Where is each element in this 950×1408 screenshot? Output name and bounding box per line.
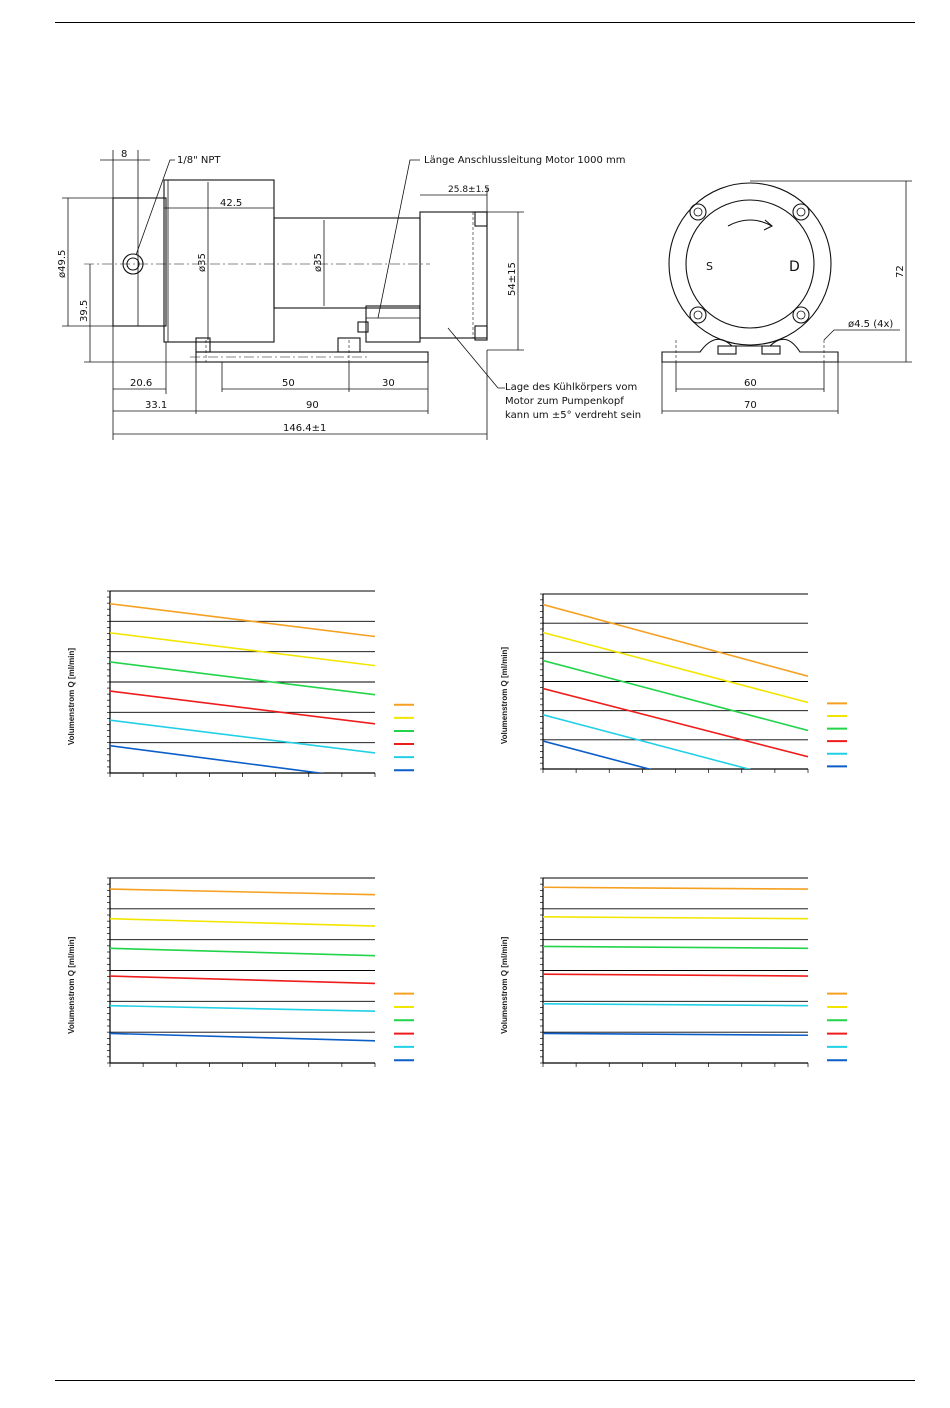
front-view: S D 72 ø4.5 (4x) 60 70 (661, 180, 912, 414)
dim-39-5-label: 39.5 (79, 300, 90, 322)
dim-54-label: 54±15 (507, 262, 518, 296)
y-axis-label: Volumenstrom Q [ml/min] (500, 936, 509, 1034)
series-line-3 (543, 659, 808, 732)
heatsink-note-line-2: Motor zum Pumpenkopf (505, 396, 624, 407)
front-label-d: D (789, 259, 800, 275)
pump-head-outline (112, 197, 167, 327)
dim-20-6-label: 20.6 (130, 378, 152, 389)
motor-face-outer (668, 182, 832, 346)
dim-d49-5-label: ø49.5 (57, 250, 68, 278)
dim-90-label: 90 (306, 400, 319, 411)
dim-42-5-label: 42.5 (220, 198, 242, 209)
dim-72-label: 72 (895, 265, 906, 278)
bottom-rule (55, 1380, 915, 1381)
series-line-3 (110, 661, 375, 696)
series-line-5 (543, 1003, 808, 1007)
series-line-1 (543, 886, 808, 890)
series-line-2 (110, 632, 375, 667)
series-line-1 (110, 602, 375, 638)
series-line-4 (543, 973, 808, 977)
dim-60-label: 60 (744, 378, 757, 389)
series-line-2 (543, 631, 808, 704)
series-line-2 (110, 917, 375, 927)
series-line-5 (543, 713, 752, 769)
top-rule (55, 22, 915, 23)
rotation-arrow-icon (727, 219, 773, 227)
dim-25-8-label: 25.8±1.5 (448, 185, 490, 195)
series-line-4 (543, 687, 808, 758)
technical-drawing: 8 1/8" NPT Länge Anschlussleitung Motor … (57, 149, 912, 440)
side-view: 8 1/8" NPT Länge Anschlussleitung Motor … (57, 149, 641, 440)
series-line-6 (543, 740, 653, 769)
series-line-5 (110, 1004, 375, 1012)
series-line-6 (110, 1032, 375, 1042)
dim-d35-head-label: ø35 (197, 253, 208, 272)
dim-8-label: 8 (121, 149, 127, 160)
chart-3: Volumenstrom Q [ml/min] (67, 877, 414, 1067)
chart-1: Volumenstrom Q [ml/min] (67, 590, 414, 777)
dim-146-4-label: 146.4±1 (283, 423, 326, 434)
series-line-6 (110, 744, 326, 773)
chart-2: Volumenstrom Q [ml/min] (500, 593, 847, 773)
y-axis-label: Volumenstrom Q [ml/min] (67, 936, 76, 1034)
series-line-1 (110, 888, 375, 896)
heatsink-note-line-1: Lage des Kühlkörpers vom (505, 382, 637, 393)
cable-length-label: Länge Anschlussleitung Motor 1000 mm (424, 155, 626, 166)
chart-4: Volumenstrom Q [ml/min] (500, 877, 847, 1067)
dim-70-label: 70 (744, 400, 757, 411)
series-line-2 (543, 916, 808, 920)
dim-d35-motor-label: ø35 (313, 253, 324, 272)
dim-hole-label: ø4.5 (4x) (848, 319, 893, 330)
npt-label: 1/8" NPT (177, 155, 221, 166)
dim-50-label: 50 (282, 378, 295, 389)
heatsink-outline (419, 211, 488, 339)
y-axis-label: Volumenstrom Q [ml/min] (500, 647, 509, 745)
series-line-4 (110, 975, 375, 985)
y-axis-label: Volumenstrom Q [ml/min] (67, 648, 76, 746)
series-line-5 (110, 719, 375, 754)
dim-30-label: 30 (382, 378, 395, 389)
series-line-3 (110, 947, 375, 957)
front-label-s: S (706, 260, 713, 273)
dim-33-1-label: 33.1 (145, 400, 167, 411)
heatsink-note-line-3: kann um ±5° verdreht sein (505, 410, 641, 421)
series-line-1 (543, 603, 808, 678)
series-line-6 (543, 1032, 808, 1037)
series-line-4 (110, 690, 375, 725)
series-line-3 (543, 945, 808, 950)
